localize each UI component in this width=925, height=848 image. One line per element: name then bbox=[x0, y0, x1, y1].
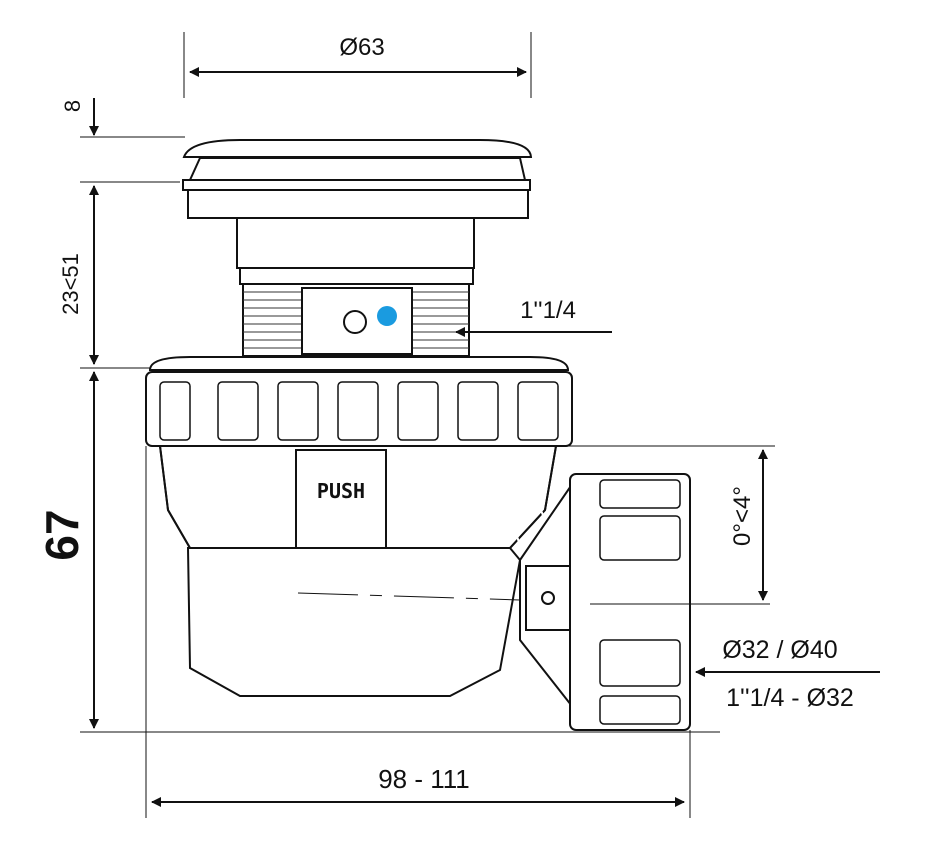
dimension-total-width: 98 - 111 bbox=[145, 446, 691, 818]
body: PUSH bbox=[145, 356, 573, 697]
outlet-pipe-label: Ø32 / Ø40 bbox=[722, 636, 837, 664]
dimension-thread: 1''1/4 bbox=[455, 297, 612, 337]
outlet bbox=[519, 473, 770, 731]
outlet-thread-label: 1''1/4 - Ø32 bbox=[726, 684, 854, 712]
cap-diameter-label: Ø63 bbox=[339, 34, 384, 61]
cap-height-label: 8 bbox=[60, 100, 85, 112]
adjust-range-label: 23<51 bbox=[58, 253, 83, 315]
dimension-left: 8 23<51 67 bbox=[36, 98, 720, 733]
release-button-icon bbox=[343, 310, 367, 334]
threaded-stem bbox=[242, 283, 470, 357]
drain-cap bbox=[182, 139, 533, 285]
dimension-outlet: 0°<4° Ø32 / Ø40 1''1/4 - Ø32 bbox=[560, 445, 880, 712]
blue-indicator-dot bbox=[377, 306, 397, 326]
outlet-tilt-label: 0°<4° bbox=[729, 486, 756, 546]
dimension-cap-diameter: Ø63 bbox=[183, 32, 532, 98]
body-height-label: 67 bbox=[36, 509, 88, 560]
push-label: PUSH bbox=[317, 479, 365, 503]
total-width-label: 98 - 111 bbox=[378, 764, 470, 794]
thread-label: 1''1/4 bbox=[520, 297, 576, 324]
